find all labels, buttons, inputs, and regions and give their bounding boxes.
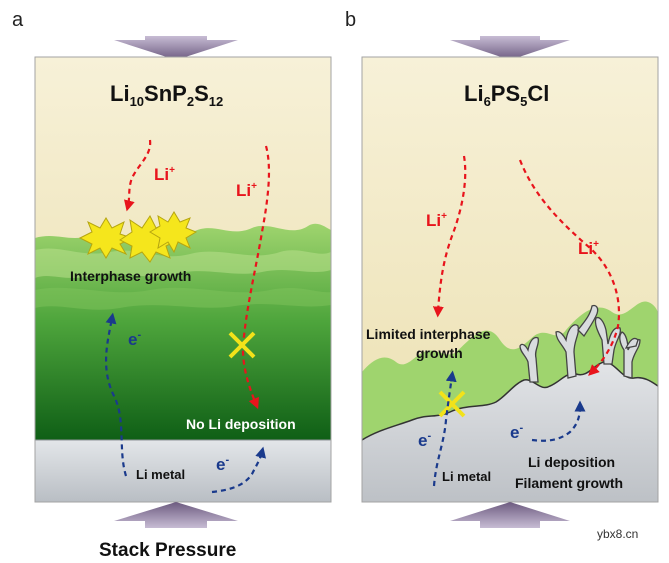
panel-b: b Li6PS5Cl Li+ Li+ Limited interphase gr… xyxy=(345,9,659,541)
filament-growth-label: Filament growth xyxy=(515,475,623,491)
blocked-cross-a xyxy=(228,331,256,359)
blocked-cross-b xyxy=(438,390,466,418)
limited-interphase-label-2: growth xyxy=(416,345,463,361)
panel-a: a Li10SnP2S12 Li+ Li+ Interphase growth xyxy=(12,9,332,561)
li-ion-path-b1 xyxy=(432,155,467,318)
electron-label-a2: e- xyxy=(216,454,229,474)
panel-a-letter: a xyxy=(12,9,24,31)
electron-path-b2 xyxy=(531,400,586,442)
pressure-arrow-top-a xyxy=(114,36,238,60)
pressure-arrow-top-b xyxy=(450,36,570,60)
electron-label-b1: e- xyxy=(418,430,431,450)
li-ion-label-a2: Li+ xyxy=(236,181,257,200)
panel-a-frame xyxy=(34,56,332,503)
interphase-burst-3 xyxy=(149,211,198,254)
li-ion-path-a2 xyxy=(241,145,271,410)
li-metal-surface-b xyxy=(361,361,659,441)
electron-label-a1: e- xyxy=(128,329,141,349)
pressure-arrow-bottom-b xyxy=(450,502,570,528)
li-ion-label-a1: Li+ xyxy=(154,165,175,184)
electron-label-b2: e- xyxy=(510,422,523,442)
no-deposition-label: No Li deposition xyxy=(186,416,296,432)
interphase-band-a2 xyxy=(35,287,331,310)
stack-pressure-label: Stack Pressure xyxy=(99,540,236,561)
formula-a: Li10SnP2S12 xyxy=(110,81,223,109)
li-filaments xyxy=(519,304,641,383)
li-deposition-label: Li deposition xyxy=(528,454,615,470)
li-metal-label-b: Li metal xyxy=(442,469,491,484)
li-ion-label-b2: Li+ xyxy=(578,239,599,258)
watermark: ybx8.cn xyxy=(597,527,638,541)
electron-path-a1 xyxy=(104,312,128,477)
interphase-growth-label: Interphase growth xyxy=(70,268,191,284)
electron-path-b1 xyxy=(432,370,457,487)
electron-path-a2 xyxy=(211,446,266,494)
formula-b: Li6PS5Cl xyxy=(464,81,549,109)
panel-b-letter: b xyxy=(345,9,356,31)
pressure-arrow-bottom-a xyxy=(114,502,238,528)
li-ion-path-a1 xyxy=(123,139,152,212)
li-ion-label-b1: Li+ xyxy=(426,211,447,230)
li-ion-path-b2 xyxy=(518,159,621,376)
li-metal-label-a: Li metal xyxy=(136,467,185,482)
limited-interphase-label-1: Limited interphase xyxy=(366,326,491,342)
